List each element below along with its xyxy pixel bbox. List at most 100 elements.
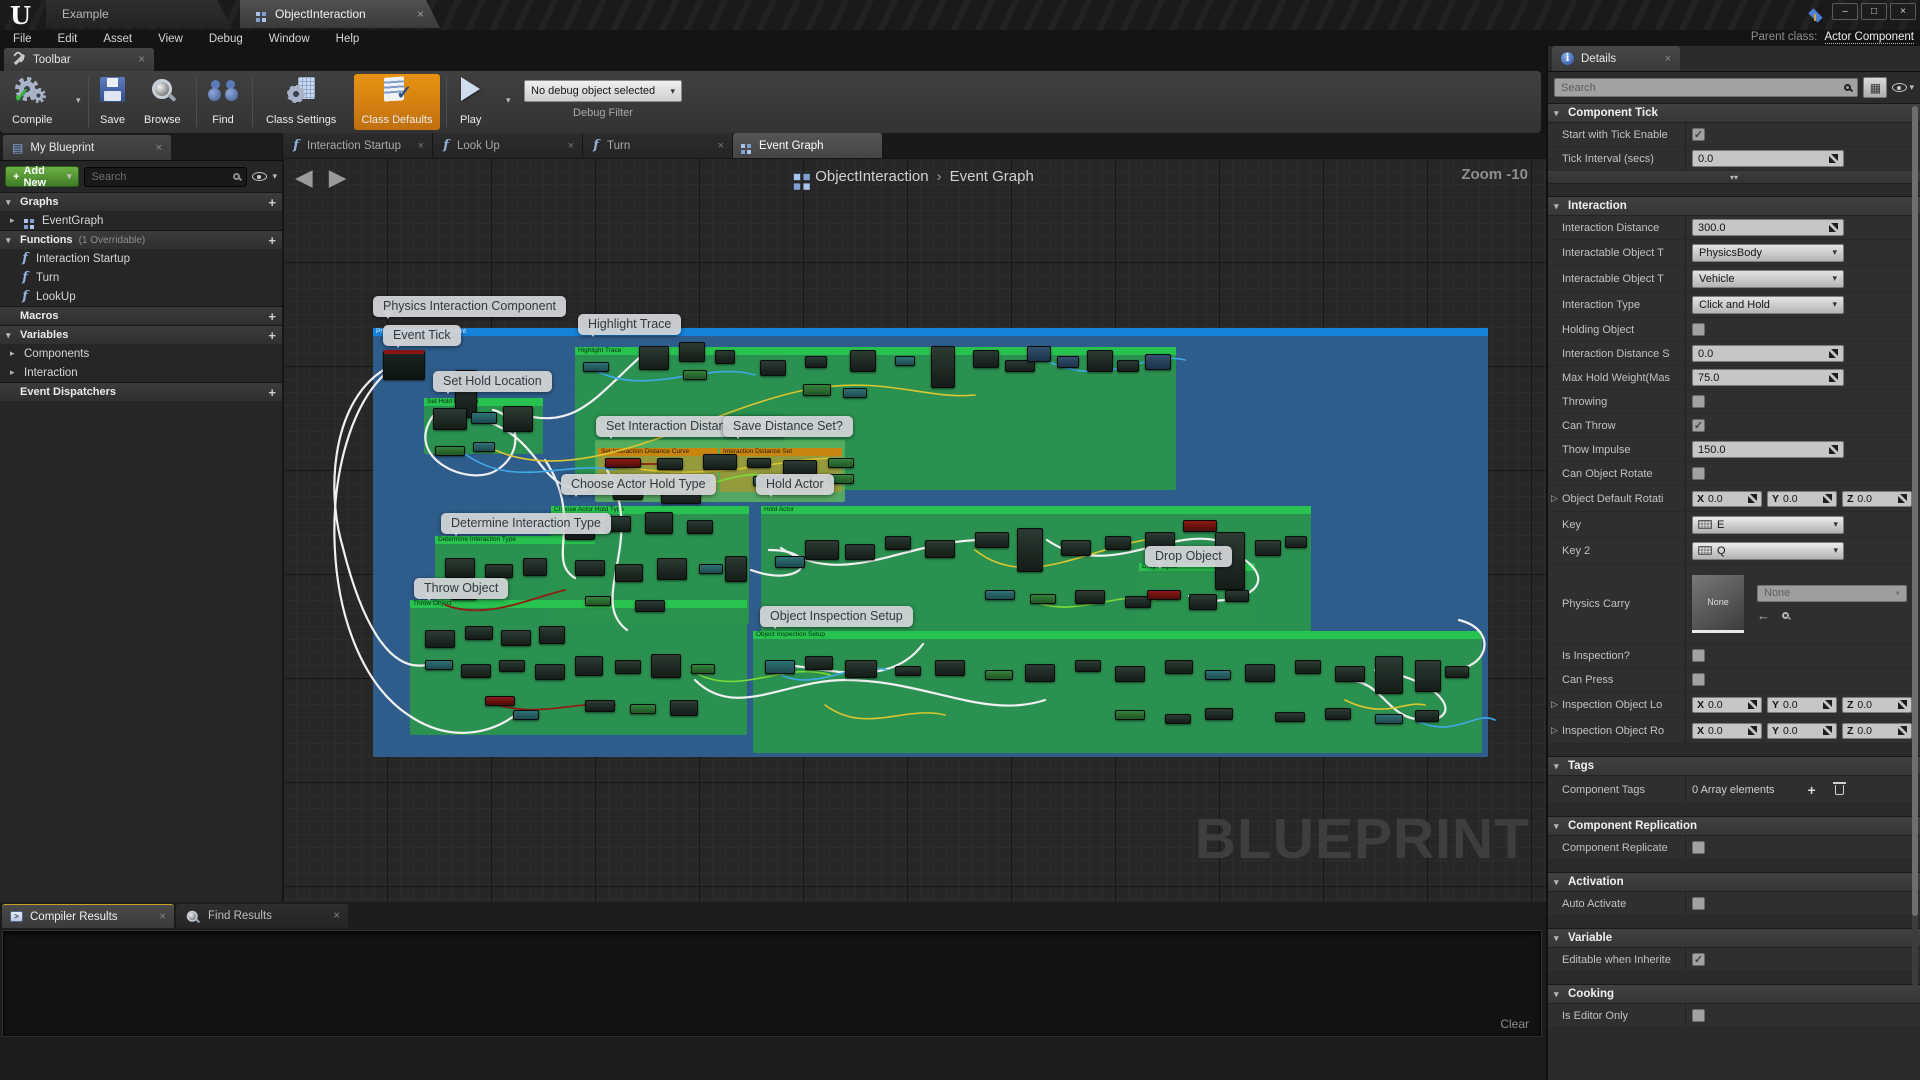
blueprint-node[interactable]: [1145, 354, 1171, 370]
property-checkbox[interactable]: [1692, 897, 1705, 910]
expand-arrow-icon[interactable]: ▷: [1551, 493, 1559, 504]
property-dropdown[interactable]: Vehicle▾: [1692, 270, 1844, 288]
close-icon[interactable]: ×: [159, 911, 166, 923]
blueprint-node[interactable]: [1117, 360, 1139, 372]
property-checkbox[interactable]: ✓: [1692, 419, 1705, 432]
blueprint-node[interactable]: [1147, 590, 1181, 600]
blueprint-node[interactable]: [635, 600, 665, 612]
comment-bubble[interactable]: Object Inspection Setup: [760, 606, 913, 627]
tutorial-cap-icon[interactable]: [1808, 6, 1824, 22]
breadcrumb-root[interactable]: ObjectInteraction: [815, 168, 928, 185]
property-dropdown[interactable]: PhysicsBody▾: [1692, 244, 1844, 262]
use-selected-icon[interactable]: ←: [1757, 608, 1770, 623]
comment-bubble[interactable]: Physics Interaction Component: [373, 296, 566, 317]
axis-y-field[interactable]: Y0.0: [1767, 697, 1837, 713]
property-value-field[interactable]: 150.0: [1692, 441, 1844, 458]
blueprint-node[interactable]: [803, 384, 831, 396]
blueprint-search[interactable]: [84, 167, 247, 187]
blueprint-node[interactable]: [975, 532, 1009, 548]
value-spin-icon[interactable]: [1898, 494, 1907, 503]
blueprint-node[interactable]: [425, 630, 455, 648]
blueprint-node[interactable]: [1183, 520, 1217, 532]
play-button[interactable]: Play: [456, 74, 485, 130]
compile-options-icon[interactable]: ▾: [76, 95, 81, 106]
minimize-button[interactable]: –: [1832, 3, 1858, 20]
menu-file[interactable]: File: [0, 33, 45, 45]
section-header-component-replication[interactable]: ▾Component Replication: [1548, 816, 1920, 836]
function-lookup[interactable]: fLookUp: [0, 287, 282, 306]
close-button[interactable]: ×: [1890, 3, 1916, 20]
blueprint-node[interactable]: [1415, 710, 1439, 722]
breadcrumb-leaf[interactable]: Event Graph: [950, 168, 1034, 185]
blueprint-node[interactable]: [1061, 540, 1091, 556]
blueprint-node[interactable]: [1335, 666, 1365, 682]
blueprint-node[interactable]: [1030, 594, 1056, 604]
key-dropdown[interactable]: E▾: [1692, 516, 1844, 534]
function-interaction-startup[interactable]: fInteraction Startup: [0, 249, 282, 268]
close-icon[interactable]: ×: [718, 140, 724, 152]
axis-y-field[interactable]: Y0.0: [1767, 723, 1837, 739]
blueprint-node[interactable]: [433, 408, 467, 430]
blueprint-node[interactable]: [931, 346, 955, 388]
blueprint-node[interactable]: [1115, 666, 1145, 682]
debug-object-dropdown[interactable]: No debug object selected▾: [524, 80, 682, 102]
section-header-activation[interactable]: ▾Activation: [1548, 872, 1920, 892]
blueprint-node[interactable]: [985, 670, 1013, 680]
blueprint-node[interactable]: [1245, 664, 1275, 682]
property-checkbox[interactable]: ✓: [1692, 128, 1705, 141]
axis-x-field[interactable]: X0.0: [1692, 697, 1762, 713]
view-options-button[interactable]: ▾: [1892, 82, 1914, 93]
blueprint-node[interactable]: [501, 630, 531, 646]
blueprint-node[interactable]: [657, 558, 687, 580]
item-eventgraph[interactable]: ▸ EventGraph: [0, 211, 282, 230]
blueprint-node[interactable]: [1165, 714, 1191, 724]
find-button[interactable]: Find: [204, 74, 242, 130]
comment-bubble[interactable]: Highlight Trace: [578, 314, 681, 335]
blueprint-node[interactable]: [973, 350, 999, 368]
toolbar-tab[interactable]: Toolbar ×: [4, 48, 154, 71]
details-search[interactable]: [1554, 78, 1858, 97]
blueprint-node[interactable]: [539, 626, 565, 644]
variable-group-interaction[interactable]: ▸Interaction: [0, 363, 282, 382]
blueprint-node[interactable]: [585, 700, 615, 712]
axis-x-field[interactable]: X0.0: [1692, 723, 1762, 739]
comment-bubble[interactable]: Set Hold Location: [433, 371, 552, 392]
blueprint-node[interactable]: [1205, 670, 1231, 680]
blueprint-node[interactable]: [425, 660, 453, 670]
blueprint-node[interactable]: [630, 704, 656, 714]
my-blueprint-tab[interactable]: ▤ My Blueprint ×: [3, 135, 171, 160]
blueprint-node[interactable]: [1027, 346, 1051, 362]
section-expander[interactable]: ▾▾: [1548, 171, 1920, 184]
property-dropdown[interactable]: Click and Hold▾: [1692, 296, 1844, 314]
blueprint-node[interactable]: [383, 350, 425, 380]
function-turn[interactable]: fTurn: [0, 268, 282, 287]
graph-canvas[interactable]: ◀ ▶ ObjectInteraction › Event Graph Zoom…: [283, 158, 1546, 902]
graph-tab-look-up[interactable]: f Look Up×: [433, 133, 583, 158]
blueprint-node[interactable]: [535, 664, 565, 680]
close-tab-icon[interactable]: ×: [417, 7, 424, 21]
blueprint-node[interactable]: [651, 654, 681, 678]
blueprint-node[interactable]: [683, 370, 707, 380]
restore-button[interactable]: □: [1861, 3, 1887, 20]
value-spin-icon[interactable]: [1829, 223, 1838, 232]
blueprint-node[interactable]: [828, 458, 854, 468]
blueprint-node[interactable]: [1057, 356, 1079, 368]
blueprint-node[interactable]: [895, 356, 915, 366]
property-checkbox[interactable]: [1692, 649, 1705, 662]
value-spin-icon[interactable]: [1823, 726, 1832, 735]
blueprint-node[interactable]: [679, 342, 705, 362]
class-settings-button[interactable]: Class Settings: [262, 74, 340, 130]
value-spin-icon[interactable]: [1829, 445, 1838, 454]
blueprint-node[interactable]: [985, 590, 1015, 600]
property-checkbox[interactable]: [1692, 467, 1705, 480]
section-macros[interactable]: Macros +: [0, 306, 282, 325]
property-checkbox[interactable]: [1692, 323, 1705, 336]
blueprint-node[interactable]: [670, 700, 698, 716]
add-dispatcher-icon[interactable]: +: [268, 385, 276, 400]
blueprint-node[interactable]: [585, 596, 611, 606]
comment-bubble[interactable]: Drop Object: [1145, 546, 1232, 567]
window-tab-objectinteraction[interactable]: ObjectInteraction ×: [240, 0, 440, 28]
blueprint-node[interactable]: [935, 660, 965, 676]
blueprint-node[interactable]: [615, 660, 641, 674]
value-spin-icon[interactable]: [1829, 349, 1838, 358]
